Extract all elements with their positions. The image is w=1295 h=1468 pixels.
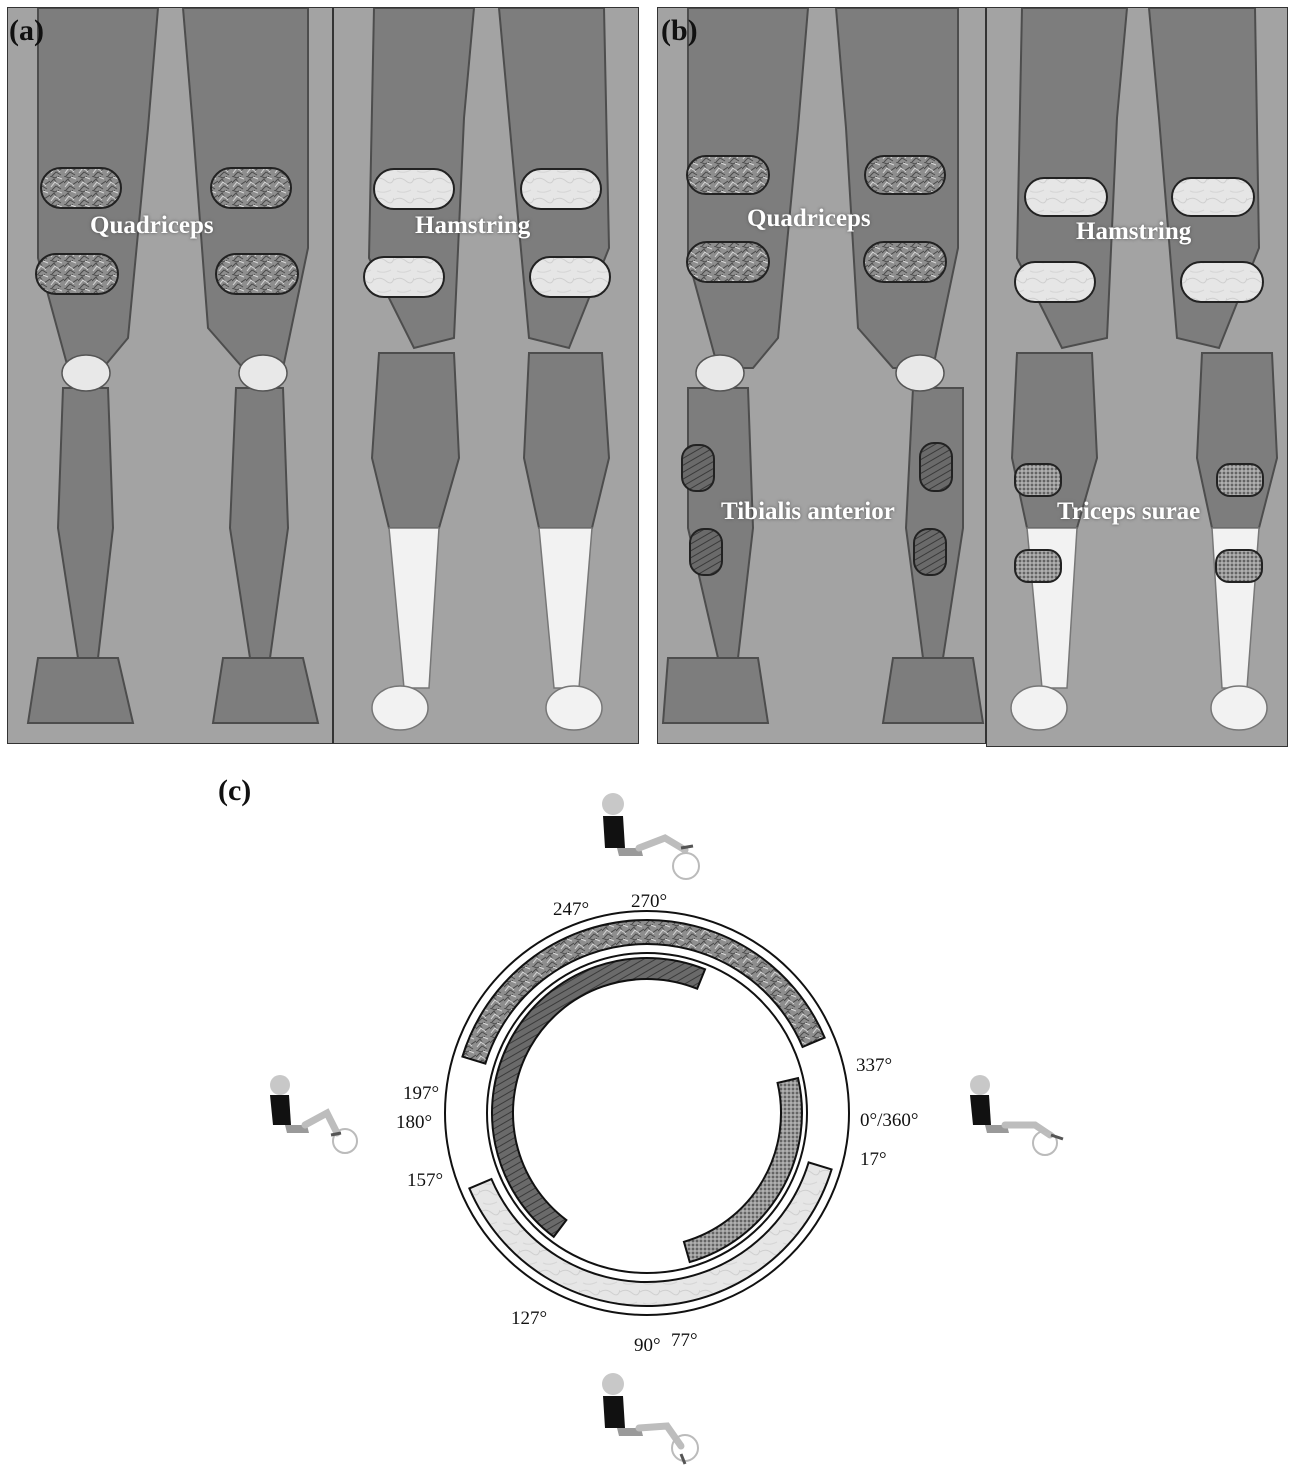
inner-ring: [487, 953, 807, 1273]
angle-label-0-360: 0°/360°: [860, 1110, 918, 1132]
angle-label-157: 157°: [407, 1170, 443, 1192]
angle-label-247: 247°: [553, 899, 589, 921]
cyclist-figure-right: [965, 1073, 1070, 1163]
cyclist-figure-bottom: [595, 1370, 705, 1465]
tibialis-anterior-activation-arc: [492, 958, 705, 1237]
angle-label-197: 197°: [403, 1083, 439, 1105]
angle-label-77: 77°: [671, 1330, 698, 1352]
angle-label-90: 90°: [634, 1335, 661, 1357]
cyclist-figure-top: [595, 790, 705, 885]
angle-label-270: 270°: [631, 891, 667, 913]
angle-label-17: 17°: [860, 1149, 887, 1171]
angle-label-337: 337°: [856, 1055, 892, 1077]
angle-label-180: 180°: [396, 1112, 432, 1134]
cyclist-figure-left: [265, 1073, 365, 1163]
angle-label-127: 127°: [511, 1308, 547, 1330]
cyclist-figure-left: [265, 373, 365, 463]
